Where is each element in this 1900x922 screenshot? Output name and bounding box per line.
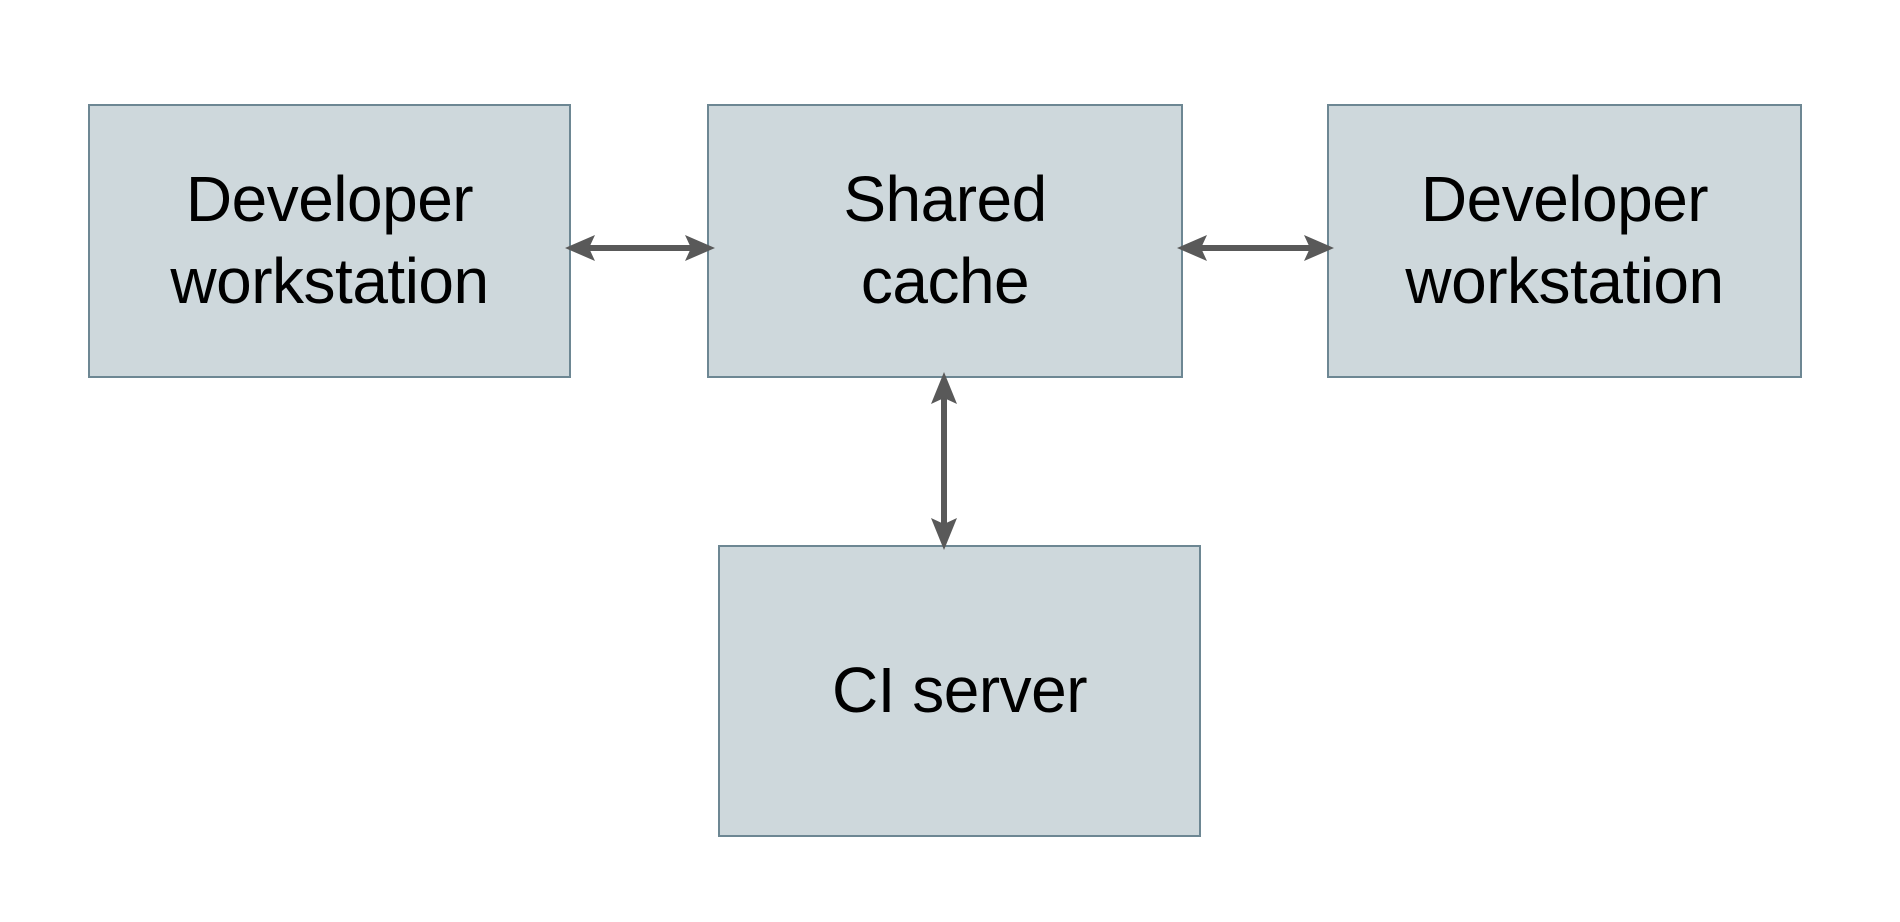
node-ci-server[interactable]: CI server (718, 545, 1201, 837)
node-label: Shared cache (843, 163, 1047, 317)
double-arrow-horizontal-icon (565, 235, 715, 261)
double-arrow-horizontal-icon (1177, 235, 1334, 261)
node-label: Developer workstation (170, 163, 489, 317)
edge-shared-cache-to-ci-server[interactable] (918, 372, 970, 550)
edge-developer-workstation-left-to-shared-cache[interactable] (565, 222, 715, 274)
node-developer-workstation-left[interactable]: Developer workstation (88, 104, 571, 378)
node-label: Developer workstation (1405, 163, 1724, 317)
double-arrow-vertical-icon (931, 372, 957, 550)
node-label: CI server (831, 654, 1088, 727)
node-developer-workstation-right[interactable]: Developer workstation (1327, 104, 1802, 378)
edge-shared-cache-to-developer-workstation-right[interactable] (1177, 222, 1334, 274)
node-shared-cache[interactable]: Shared cache (707, 104, 1183, 378)
